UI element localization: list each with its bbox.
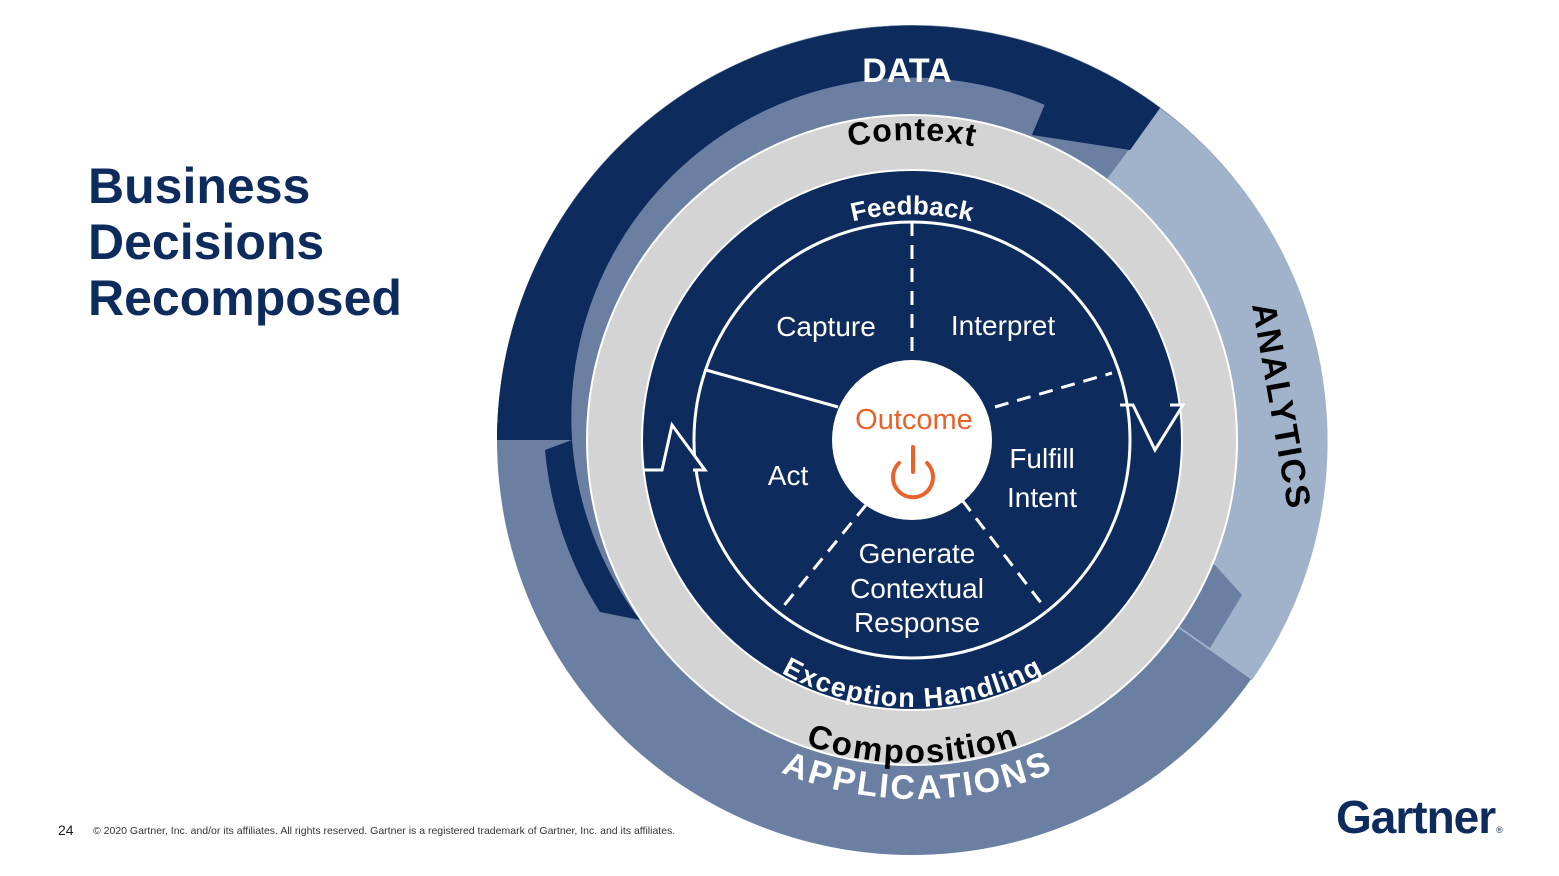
segment-interpret: Interpret <box>951 310 1055 341</box>
registered-mark: ® <box>1496 825 1503 835</box>
data-step <box>545 440 640 620</box>
title-line-2: Decisions <box>88 214 325 270</box>
divider-right <box>994 371 1113 409</box>
data-label: DATA <box>862 52 951 90</box>
context-label: Context <box>844 111 980 154</box>
segment-capture: Capture <box>776 311 876 342</box>
segment-generate-1: Generate <box>859 538 976 569</box>
segment-generate-2: Contextual <box>850 573 984 604</box>
segment-fulfill-1: Fulfill <box>1009 443 1074 474</box>
outcome-circle <box>832 360 992 520</box>
outcome-label: Outcome <box>855 404 973 436</box>
gartner-logo: Gartner® <box>1336 790 1503 844</box>
title-line-3: Recomposed <box>88 270 402 326</box>
logo-text: Gartner <box>1336 791 1496 843</box>
segment-fulfill-2: Intent <box>1007 482 1077 513</box>
arrow-up-left-icon <box>643 421 708 472</box>
divider-left <box>705 368 839 409</box>
arrow-down-right-icon <box>1120 403 1186 454</box>
copyright-notice: © 2020 Gartner, Inc. and/or its affiliat… <box>93 825 676 837</box>
segment-act: Act <box>768 460 809 491</box>
slide-title: Business Decisions Recomposed <box>88 158 402 326</box>
data-ring-upper <box>497 25 1160 441</box>
title-line-1: Business <box>88 158 311 214</box>
power-icon <box>891 445 935 500</box>
segment-generate-3: Response <box>854 607 980 638</box>
page-number: 24 <box>58 822 74 838</box>
